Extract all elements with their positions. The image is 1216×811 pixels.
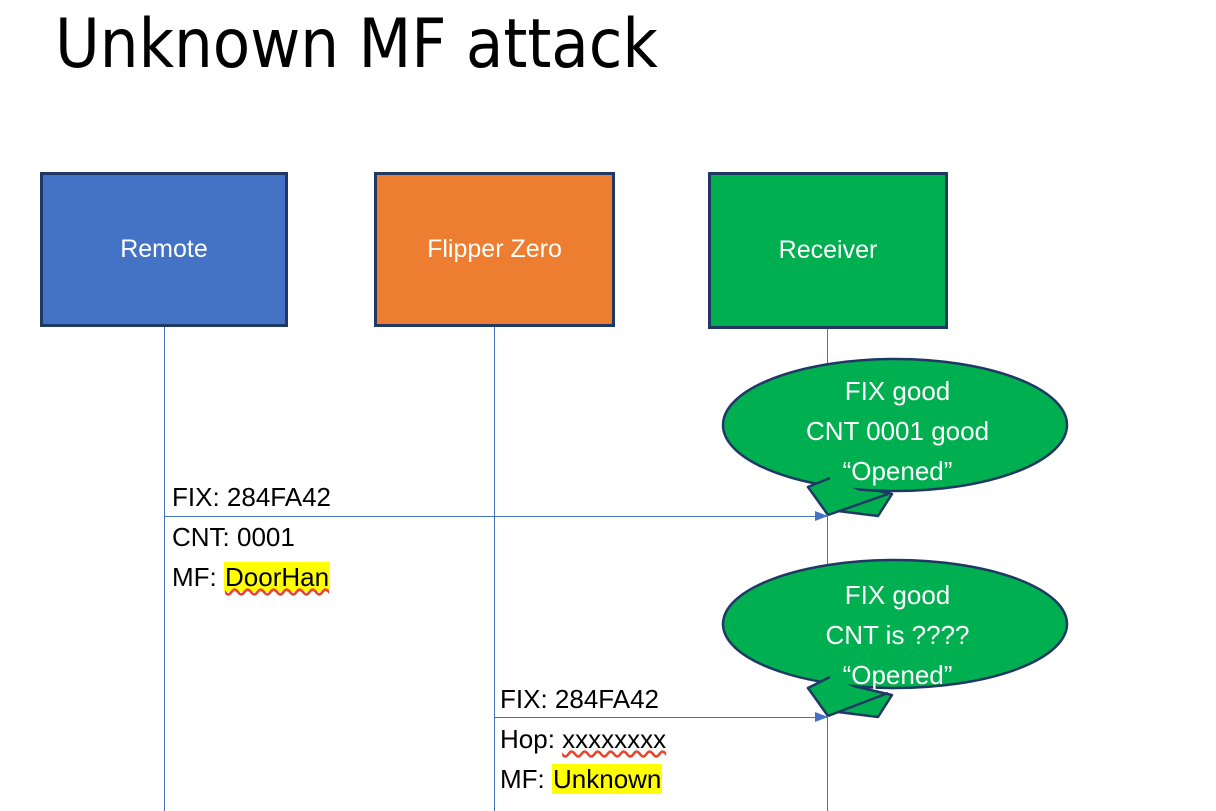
message-line-mf: MF: DoorHan bbox=[172, 557, 331, 597]
message-line-hop: Hop: xxxxxxxx bbox=[500, 719, 666, 759]
actor-label-flipper: Flipper Zero bbox=[427, 235, 562, 263]
message-line-mf-value: DoorHan bbox=[224, 562, 331, 592]
balloon-shape-1 bbox=[721, 357, 1069, 518]
message-line-fix-value: 284FA42 bbox=[226, 482, 331, 512]
message-line-mf-2-label: MF: bbox=[500, 764, 552, 794]
message-arrow-remote-to-receiver bbox=[164, 511, 828, 521]
message-line-fix-2: FIX: 284FA42 bbox=[500, 679, 666, 719]
lifeline-flipper bbox=[494, 327, 495, 811]
message-line-mf-2-value: Unknown bbox=[552, 764, 663, 794]
message-line-fix-2-value: 284FA42 bbox=[554, 684, 659, 714]
actor-box-flipper[interactable]: Flipper Zero bbox=[374, 172, 615, 327]
actor-label-remote: Remote bbox=[120, 235, 208, 263]
callout-balloon-receiver-1: FIX good CNT 0001 good “Opened” bbox=[718, 357, 1073, 519]
message-text-flipper: FIX: 284FA42 Hop: xxxxxxxx MF: Unknown bbox=[500, 679, 666, 799]
message-line-mf-label: MF: bbox=[172, 562, 224, 592]
actor-box-remote[interactable]: Remote bbox=[40, 172, 288, 327]
page-title: Unknown MF attack bbox=[55, 5, 658, 84]
message-line-mf-2: MF: Unknown bbox=[500, 759, 666, 799]
lifeline-remote bbox=[164, 327, 165, 811]
message-line-hop-label: Hop: bbox=[500, 724, 563, 754]
balloon-shape-2 bbox=[721, 558, 1069, 719]
callout-balloon-receiver-2: FIX good CNT is ???? “Opened” bbox=[718, 558, 1073, 720]
message-line-fix: FIX: 284FA42 bbox=[172, 477, 331, 517]
message-line-cnt-label: CNT: bbox=[172, 522, 237, 552]
message-line-cnt: CNT: 0001 bbox=[172, 517, 331, 557]
message-text-remote: FIX: 284FA42 CNT: 0001 MF: DoorHan bbox=[172, 477, 331, 597]
actor-box-receiver[interactable]: Receiver bbox=[708, 172, 948, 329]
message-line-fix-label: FIX: bbox=[172, 482, 227, 512]
message-line-fix-2-label: FIX: bbox=[500, 684, 555, 714]
message-line-cnt-value: 0001 bbox=[237, 522, 295, 552]
actor-label-receiver: Receiver bbox=[778, 236, 878, 264]
message-arrow-flipper-to-receiver bbox=[494, 712, 828, 722]
message-line-hop-value: xxxxxxxx bbox=[562, 724, 667, 754]
